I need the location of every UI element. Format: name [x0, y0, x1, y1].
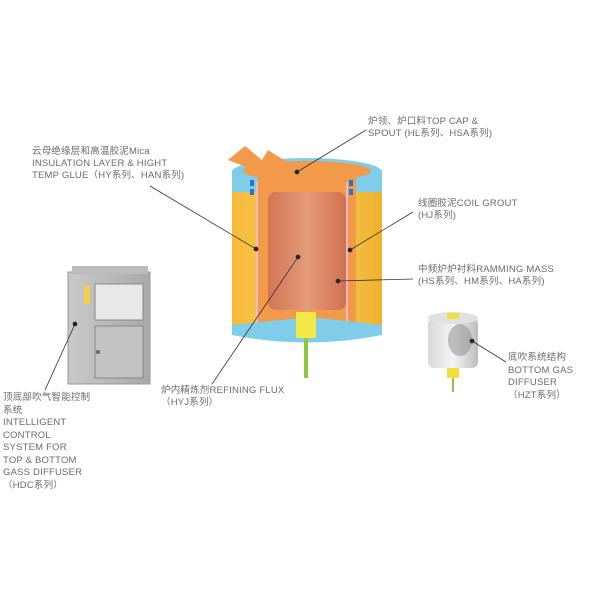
label-line: GASS DIFFUSER — [3, 467, 83, 478]
gas-pipe — [304, 338, 308, 378]
coil-marker — [250, 189, 254, 195]
label-bottom-gas-diffuser: 底吹系统结构 BOTTOM GAS DIFFUSER （HZT系列） — [508, 352, 573, 402]
label-line: INTELLIGENT — [3, 417, 67, 428]
label-ramming-mass: 中频炉炉衬料RAMMING MASS (HS系列、HM系列、HA系列) — [418, 264, 554, 288]
control-cabinet — [67, 266, 151, 385]
label-line: 炉领、炉口料TOP CAP & — [368, 116, 479, 127]
label-line: 云母绝缘层和高温胶泥Mica — [32, 146, 150, 157]
label-coil-grout: 线圈胶泥COIL GROUT (HJ系列) — [418, 198, 518, 222]
label-line: 炉内精炼剂REFINING FLUX — [161, 385, 285, 396]
label-refining-flux: 炉内精炼剂REFINING FLUX （HYJ系列） — [161, 385, 284, 409]
label-line: TEMP GLUE（HY系列、HAN系列) — [32, 170, 185, 181]
label-line: (HJ系列) — [418, 210, 457, 221]
label-line: CONTROL — [3, 429, 51, 441]
label-control-system: 顶底部吹气智能控制 系统 INTELLIGENT CONTROL SYSTEM … — [3, 392, 90, 492]
label-line: TOP & BOTTOM — [3, 454, 77, 466]
label-line: （HYJ系列） — [161, 397, 219, 408]
coil-marker — [349, 180, 353, 186]
coil-marker — [250, 180, 254, 186]
label-line: （HZT系列） — [508, 389, 566, 401]
bottom-plug — [296, 312, 316, 338]
spout — [228, 146, 300, 182]
label-top-cap: 炉领、炉口料TOP CAP & SPOUT (HL系列、HSA系列) — [368, 116, 492, 140]
leader-lines — [44, 129, 507, 391]
label-line: SPOUT (HL系列、HSA系列) — [368, 128, 493, 139]
label-line: (HS系列、HM系列、HA系列) — [418, 276, 545, 287]
induction-furnace — [228, 146, 382, 378]
bottom-gas-diffuser — [428, 312, 478, 392]
label-line: SYSTEM FOR — [3, 442, 67, 453]
molten-metal — [268, 192, 346, 310]
label-line: 顶底部吹气智能控制 — [3, 392, 91, 403]
label-line: INSULATION LAYER & HIGHT — [32, 158, 168, 169]
label-line: 系统 — [3, 404, 23, 416]
label-line: BOTTOM GAS — [508, 364, 574, 376]
coil-marker — [349, 189, 353, 195]
label-line: 中频炉炉衬料RAMMING MASS — [418, 264, 555, 275]
label-mica-insulation: 云母绝缘层和高温胶泥Mica INSULATION LAYER & HIGHT … — [32, 146, 184, 182]
label-line: DIFFUSER — [508, 377, 558, 388]
label-line: 线圈胶泥COIL GROUT — [418, 198, 518, 209]
label-line: （HDC系列） — [3, 479, 63, 491]
label-line: 底吹系统结构 — [508, 352, 567, 363]
